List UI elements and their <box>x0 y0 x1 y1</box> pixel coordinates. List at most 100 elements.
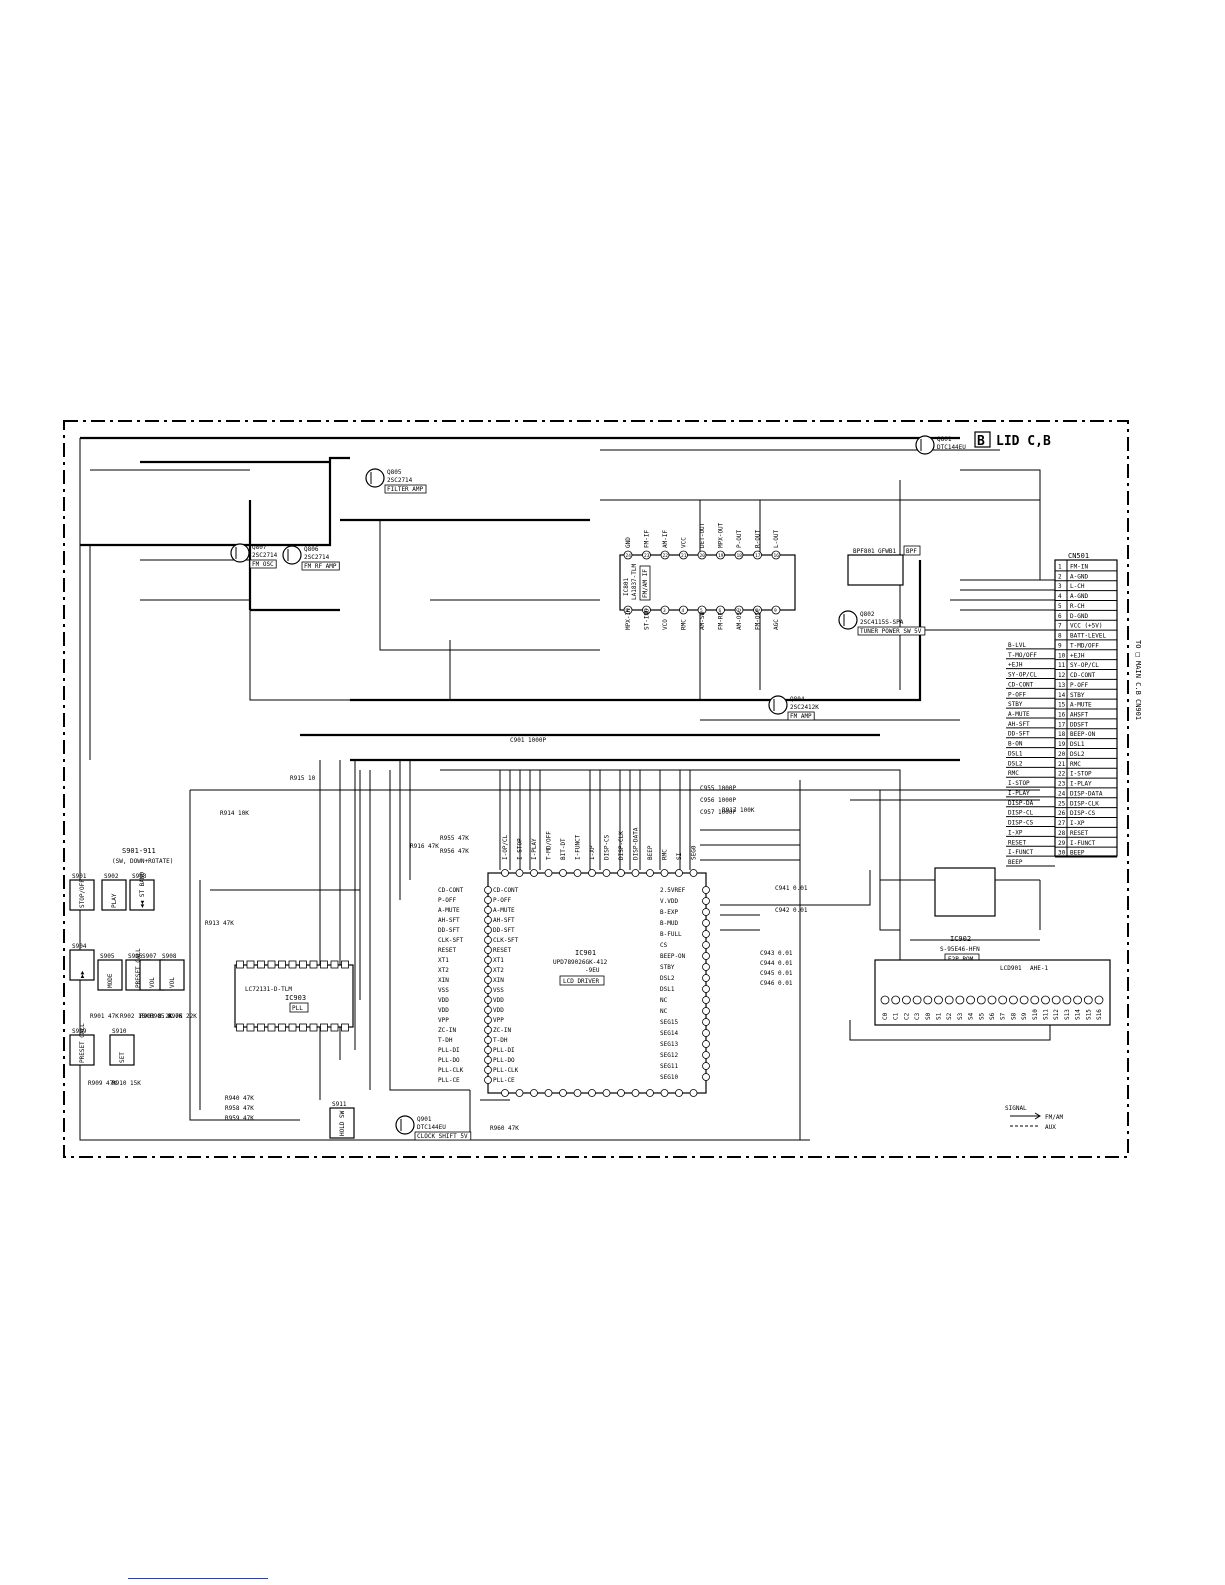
transistor-part: 2SC2714 <box>304 554 330 561</box>
transistor-ref: Q804 <box>790 696 805 703</box>
ic901-pin <box>702 1018 710 1026</box>
ic901-pin-label: RESET <box>438 947 456 954</box>
ic903-pin <box>288 1023 297 1032</box>
ic901-pin <box>702 908 710 916</box>
ic901-pin-func: SEG14 <box>660 1030 678 1037</box>
connector-left-signal: BEEP <box>1008 859 1023 866</box>
ic901-pin <box>484 1036 492 1044</box>
switch-ref: S908 <box>162 953 177 960</box>
ic901-top-label: DISP-CLK <box>618 831 625 860</box>
ic901-pin <box>702 963 710 971</box>
footer-link-underline[interactable] <box>128 1578 268 1579</box>
transistor-symbol <box>838 610 858 630</box>
connector-pin-signal: R-CH <box>1070 603 1085 610</box>
board-title-text: LID C,B <box>996 434 1051 449</box>
ic901-pin <box>484 1066 492 1074</box>
connector-pin-signal: I-STOP <box>1070 771 1092 778</box>
resistor-label: R903 8.2K <box>140 1013 173 1020</box>
connector-pin-signal: BEEP <box>1070 850 1085 857</box>
lcd-pin <box>902 995 911 1005</box>
ic801-pin-number: 1 <box>626 608 629 614</box>
resistor-label: R909 47K <box>88 1080 117 1087</box>
ic901-pin-label: VSS <box>438 987 449 994</box>
ic901-pin-label: VDD <box>438 1007 449 1014</box>
bpf801-body <box>847 554 904 586</box>
ic801-pin-number: 16 <box>774 553 780 559</box>
connector-left-signal: DISP-DA <box>1008 800 1034 807</box>
lcd-segment-label: S8 <box>1010 1012 1017 1020</box>
ic801-pin <box>697 605 707 615</box>
ic801-pin-label: GND <box>625 537 632 548</box>
ic901-pin-func: VDD <box>493 1007 504 1014</box>
connector-left-signal: DISP-CS <box>1008 820 1034 827</box>
ic901-tag: LCD DRIVER <box>563 978 600 985</box>
connector-pin-number: 25 <box>1058 800 1066 807</box>
connector-left-signal: DD-SFT <box>1008 731 1030 738</box>
lcd-segment-label: S9 <box>1021 1012 1028 1020</box>
switch-ref: S901 <box>72 873 87 880</box>
lcd-segment-label: S0 <box>925 1012 932 1020</box>
ic801-pin-label: ST-IND <box>644 608 651 630</box>
connector-left-signal: T-MO/OFF <box>1008 652 1037 659</box>
ic901-pin-label: CLK-SFT <box>438 937 464 944</box>
ic901-pin-func: VSS <box>493 987 504 994</box>
ic901-pin-func: SEG10 <box>660 1074 678 1081</box>
switch-ref: S907 <box>142 953 157 960</box>
connector-pin-number: 11 <box>1058 662 1066 669</box>
ic801-part: LA1837-TLM <box>631 563 638 600</box>
ic903-pin <box>330 1023 339 1032</box>
ic901-pin-func: SEG13 <box>660 1041 678 1048</box>
lcd-segment-label: S12 <box>1053 1009 1060 1020</box>
ic901-pin <box>702 930 710 938</box>
ic903-pin <box>267 960 276 969</box>
connector-body <box>1054 559 1118 857</box>
ic901-pin <box>702 1029 710 1037</box>
ic901-pin-func: P-OFF <box>493 897 511 904</box>
transistor-tag: CLOCK SHIFT 5V <box>417 1133 468 1140</box>
ic901-pin <box>484 916 492 924</box>
ic801-pin-label: FM-RF <box>718 612 725 630</box>
ic801-pin <box>716 605 725 615</box>
ic901-pin <box>617 1089 625 1097</box>
ic901-pin <box>544 869 553 877</box>
ic901-pin-func: CS <box>660 942 668 949</box>
ic901-pin <box>484 886 492 894</box>
switch-label: SET <box>119 1052 126 1063</box>
transistor-part: 2SC4115S-SPA <box>860 619 904 626</box>
ic901-pin <box>484 956 492 964</box>
ic901-pin <box>675 869 683 877</box>
switch-label: PRESET CALL <box>79 1023 86 1063</box>
transistor-tag-box <box>857 626 926 636</box>
connector-pin-signal: I-FUNCT <box>1070 840 1096 847</box>
ic902-ref: IC902 <box>950 935 971 943</box>
ic901-sub: -9EU <box>585 967 600 974</box>
ic901-pin-func: CLK-SFT <box>493 937 519 944</box>
connector-pin-number: 4 <box>1058 593 1062 600</box>
ic801-pin <box>753 550 762 560</box>
ic901-pin <box>559 1089 567 1097</box>
bpf801-ref: BPF801 <box>853 548 875 555</box>
ic901-pin <box>573 869 582 877</box>
ic901-pin-func: RESET <box>493 947 511 954</box>
ic801-pin <box>697 550 707 560</box>
ic901-pin-label: PLL-CE <box>438 1077 460 1084</box>
ic901-pin-label: A-MUTE <box>438 907 460 914</box>
ic901-pin <box>484 996 492 1004</box>
ic901-pin <box>702 886 710 894</box>
ic901-pin-label: VDD <box>438 997 449 1004</box>
capacitor-label: C901 1000P <box>510 737 547 744</box>
ic901-pin <box>660 869 669 877</box>
connector-pin-signal: I-PLAY <box>1070 781 1092 788</box>
legend-item-fmam: FM/AM <box>1045 1114 1063 1121</box>
resistor-label: R960 47K <box>490 1125 519 1132</box>
ic901-pin-func: DD-SFT <box>493 927 515 934</box>
transistor-symbol <box>768 695 788 715</box>
ic801-pin <box>679 550 688 560</box>
transistor-tag: FM AMP <box>790 713 812 720</box>
connector-pin-number: 17 <box>1058 721 1066 728</box>
ic801-pin-label: AGC <box>773 619 780 630</box>
switch-label: HOLD SW <box>339 1110 346 1136</box>
ic901-pin <box>530 869 538 877</box>
switch-label: VOL <box>149 977 156 988</box>
ic903-part: LC72131-D-TLM <box>245 986 292 993</box>
